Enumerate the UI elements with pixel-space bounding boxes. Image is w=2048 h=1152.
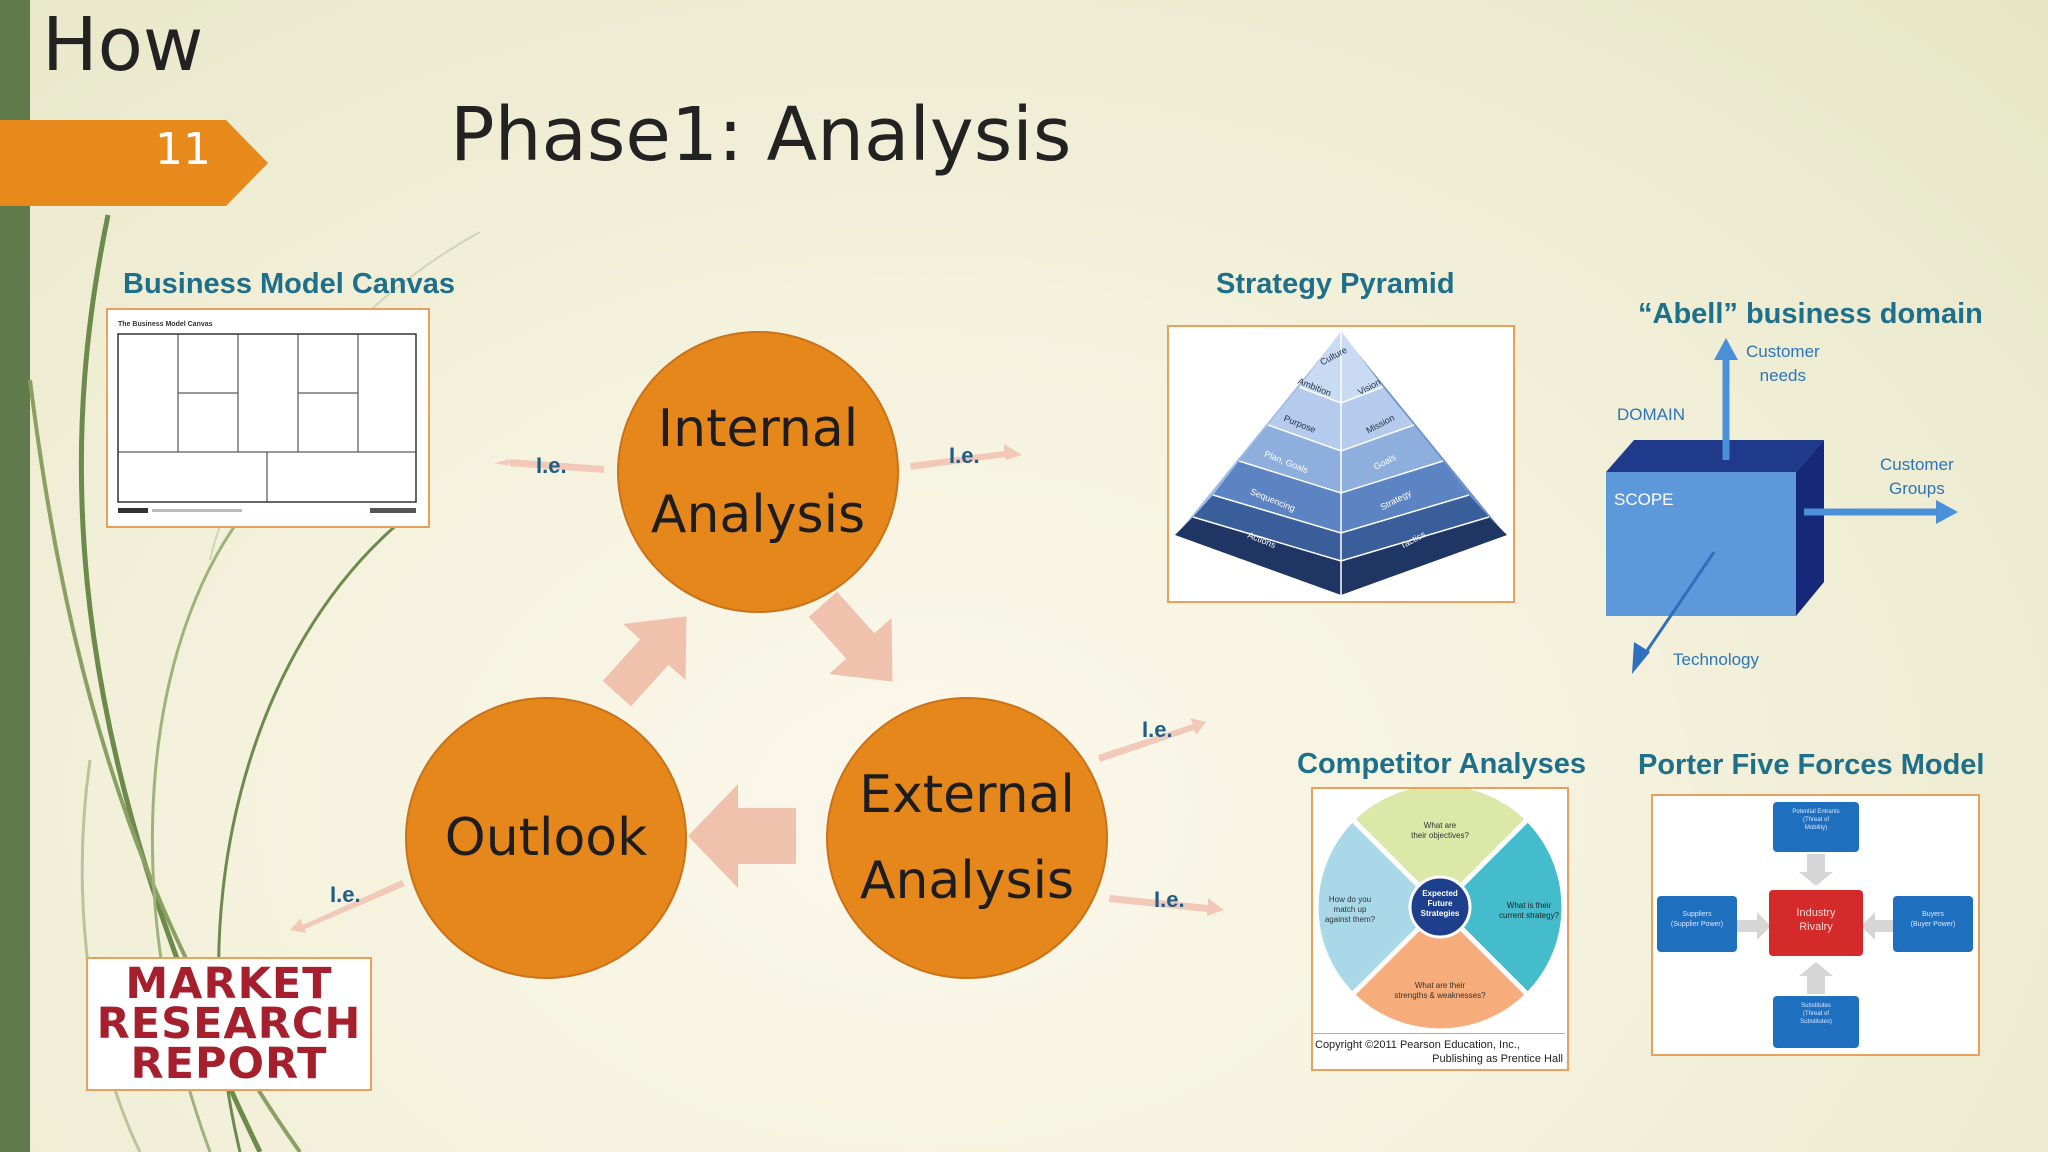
abell-label: “Abell” business domain (1638, 298, 1983, 330)
bmc-canvas-title: The Business Model Canvas (118, 321, 213, 328)
internal-analysis-line1: Internal (657, 399, 859, 459)
porter-bottom-text: Substitutes (Threat of Substitutes) (1773, 1002, 1859, 1026)
competitor-wheel (1318, 789, 1562, 1029)
competitor-left-3: against them? (1324, 915, 1376, 924)
competitor-copyright-2: Publishing as Prentice Hall (1432, 1053, 1563, 1065)
competitor-left-1: How do you (1328, 895, 1372, 904)
connector-bmc (494, 459, 604, 473)
connector-competitor (1109, 895, 1224, 916)
porter-right-text: Buyers (Buyer Power) (1893, 910, 1973, 930)
porter-right-1: Buyers (1922, 911, 1944, 918)
abell-customer-groups-2: Groups (1888, 479, 1945, 498)
abell-customer-needs-1: Customer (1746, 342, 1820, 361)
competitor-top-2: their objectives? (1411, 831, 1469, 840)
connector-pyramid (910, 444, 1022, 470)
pyramid-image: Culture Ambition Vision Purpose Mission … (1167, 325, 1515, 603)
porter-left-2: (Supplier Power) (1670, 921, 1724, 928)
competitor-right-2: current strategy? (1498, 911, 1560, 920)
competitor-left-2: match up (1333, 905, 1367, 914)
internal-analysis-circle: Internal Analysis (617, 331, 899, 613)
logo-line1: MARKET (125, 959, 333, 1009)
abell-customer-groups-1: Customer (1880, 455, 1954, 474)
external-analysis-line1: External (859, 765, 1075, 825)
competitor-center-2: Future (1427, 899, 1453, 908)
ie-label: I.e. (1142, 717, 1173, 742)
competitor-copyright-1: Copyright ©2011 Pearson Education, Inc., (1315, 1039, 1520, 1051)
external-analysis-circle: External Analysis (826, 697, 1108, 979)
arrow-external-to-outlook (688, 784, 796, 888)
pyramid-diagram (1173, 329, 1509, 597)
porter-bottom-1: Substitutes (1801, 1003, 1831, 1009)
porter-left-text: Suppliers (Supplier Power) (1657, 910, 1737, 930)
competitor-image: Expected Future Strategies What are thei… (1311, 787, 1569, 1071)
porter-bottom-2: (Threat of (1802, 1011, 1829, 1017)
competitor-top-1: What are (1423, 821, 1457, 830)
pyramid-label: Strategy Pyramid (1216, 268, 1455, 300)
porter-center-2: Rivalry (1799, 921, 1833, 933)
bmc-grid (117, 333, 417, 513)
porter-arrows (1737, 854, 1895, 994)
porter-top-2: (Threat of (1802, 817, 1829, 823)
porter-image: Potential Entrants (Threat of Mobility) … (1651, 794, 1980, 1056)
abell-customer-needs-2: needs (1759, 366, 1806, 385)
outlook-label: Outlook (444, 808, 648, 868)
competitor-center: Expected Future Strategies (1410, 889, 1470, 919)
abell-cube (1606, 338, 1958, 674)
porter-center-text: Industry Rivalry (1769, 906, 1863, 934)
slide-title: Phase1: Analysis (450, 92, 1072, 178)
porter-box-bottom (1773, 996, 1859, 1048)
ie-label: I.e. (949, 443, 980, 468)
competitor-right-1: What is their (1506, 901, 1552, 910)
abell-customer-needs: Customer needs (1746, 340, 1820, 388)
competitor-left: How do you match up against them? (1317, 895, 1383, 925)
page-number: 11 (155, 124, 211, 175)
market-research-report-logo: MARKET RESEARCH REPORT (86, 957, 372, 1091)
outlook-circle: Outlook (405, 697, 687, 979)
abell-domain: DOMAIN (1617, 405, 1685, 424)
ie-label: I.e. (536, 453, 567, 478)
competitor-bottom: What are their strengths & weaknesses? (1380, 981, 1500, 1001)
ie-label: I.e. (330, 882, 361, 907)
porter-top-text: Potential Entrants (Threat of Mobility) (1773, 808, 1859, 832)
bmc-label: Business Model Canvas (123, 268, 455, 300)
competitor-bottom-1: What are their (1414, 981, 1466, 990)
porter-bottom-3: Substitutes) (1800, 1019, 1832, 1025)
arrow-internal-to-external (808, 591, 893, 682)
porter-top-3: Mobility) (1804, 825, 1828, 831)
competitor-top: What are their objectives? (1390, 821, 1490, 841)
porter-box-top (1773, 802, 1859, 852)
logo-line2: RESEARCH (96, 999, 362, 1049)
abell-scope: SCOPE (1614, 490, 1674, 509)
arrow-outlook-to-internal (602, 616, 687, 707)
internal-analysis-line2: Analysis (650, 485, 866, 545)
logo-line3: REPORT (130, 1039, 328, 1089)
porter-box-left (1657, 896, 1737, 952)
bmc-image: The Business Model Canvas (106, 308, 430, 528)
porter-left-1: Suppliers (1682, 911, 1712, 918)
competitor-label: Competitor Analyses (1297, 748, 1586, 780)
abell-technology: Technology (1673, 650, 1760, 669)
competitor-center-3: Strategies (1420, 909, 1460, 918)
porter-right-2: (Buyer Power) (1910, 921, 1956, 928)
external-analysis-line2: Analysis (859, 851, 1075, 911)
abell-customer-groups: Customer Groups (1880, 453, 1954, 501)
header-text: How (42, 2, 204, 88)
porter-label: Porter Five Forces Model (1638, 749, 1985, 781)
porter-center-1: Industry (1796, 907, 1836, 919)
porter-box-right (1893, 896, 1973, 952)
competitor-center-1: Expected (1422, 889, 1458, 898)
ie-label: I.e. (1154, 887, 1185, 912)
porter-top-1: Potential Entrants (1792, 809, 1840, 815)
competitor-right: What is their current strategy? (1493, 901, 1565, 921)
connector-outlook (290, 880, 405, 933)
competitor-copyright: Copyright ©2011 Pearson Education, Inc.,… (1315, 1038, 1563, 1066)
porter-box-center (1769, 890, 1863, 956)
competitor-bottom-2: strengths & weaknesses? (1394, 991, 1486, 1000)
connector-abell-ie (1098, 718, 1206, 762)
page-number-tab (0, 120, 268, 206)
